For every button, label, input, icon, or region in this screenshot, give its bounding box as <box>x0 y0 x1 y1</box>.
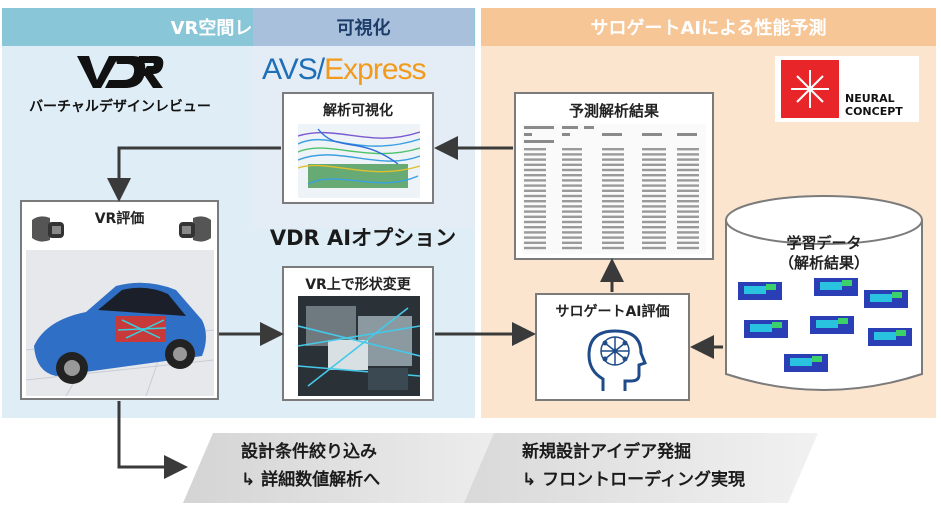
nc-text-line1: NEURAL <box>845 92 895 105</box>
outcome-2-line1: 新規設計アイデア発掘 <box>522 442 692 462</box>
analysis-visualization-box: 解析可視化 <box>282 92 434 204</box>
training-data-cylinder: 学習データ （解析結果） <box>724 194 924 400</box>
vr-headset-left-icon <box>28 214 66 248</box>
vdr-ai-option-title: VDR AIオプション <box>269 226 457 250</box>
analysis-visualization-title: 解析可視化 <box>323 103 393 119</box>
outcome-chevron-1: 設計条件絞り込み ↳ 詳細数値解析へ <box>183 433 501 503</box>
vr-evaluation-box: VR評価 <box>20 200 219 400</box>
outcome-2-line2: ↳ フロントローディング実現 <box>522 470 745 490</box>
shape-change-title: VR上で形状変更 <box>305 277 411 293</box>
visualization-header: 可視化 <box>253 8 474 46</box>
surrogate-ai-header: サロゲートAIによる性能予測 <box>481 8 936 46</box>
surrogate-ai-evaluation-box: サロゲートAI評価 <box>535 293 690 401</box>
vdr-logo-caption: バーチャルデザインレビュー <box>29 99 211 115</box>
outcome-chevron-2: 新規設計アイデア発掘 ↳ フロントローディング実現 <box>464 433 818 503</box>
flow-visualization-image <box>298 124 420 198</box>
engine-interior-image <box>298 296 420 396</box>
outcome-1-line1: 設計条件絞り込み <box>241 442 377 462</box>
result-table-image <box>522 124 706 254</box>
neural-concept-logo: NEURAL CONCEPT <box>775 56 919 122</box>
avs-express-logo: AVS/Express <box>262 52 467 92</box>
nc-text-line2: CONCEPT <box>845 105 903 118</box>
surrogate-ai-evaluation-title: サロゲートAI評価 <box>555 304 670 320</box>
training-sample-images <box>738 278 912 372</box>
avs-logo-left: AVS/ <box>262 53 325 86</box>
prediction-result-box: 予測解析結果 <box>514 92 714 260</box>
vdr-logo-icon <box>75 52 165 92</box>
vr-evaluation-title: VR評価 <box>94 211 145 227</box>
avs-logo-right: Express <box>324 53 426 86</box>
outcome-1-line2: ↳ 詳細数値解析へ <box>241 470 381 490</box>
training-data-label: 学習データ <box>786 234 862 252</box>
training-data-sublabel: （解析結果） <box>778 254 869 272</box>
ai-brain-head-icon <box>583 325 647 395</box>
neural-concept-mark-icon <box>781 60 839 118</box>
vr-headset-right-icon <box>177 214 215 248</box>
car-cutaway-image <box>26 250 214 396</box>
prediction-result-title: 予測解析結果 <box>568 102 659 120</box>
shape-change-box: VR上で形状変更 <box>282 266 434 401</box>
